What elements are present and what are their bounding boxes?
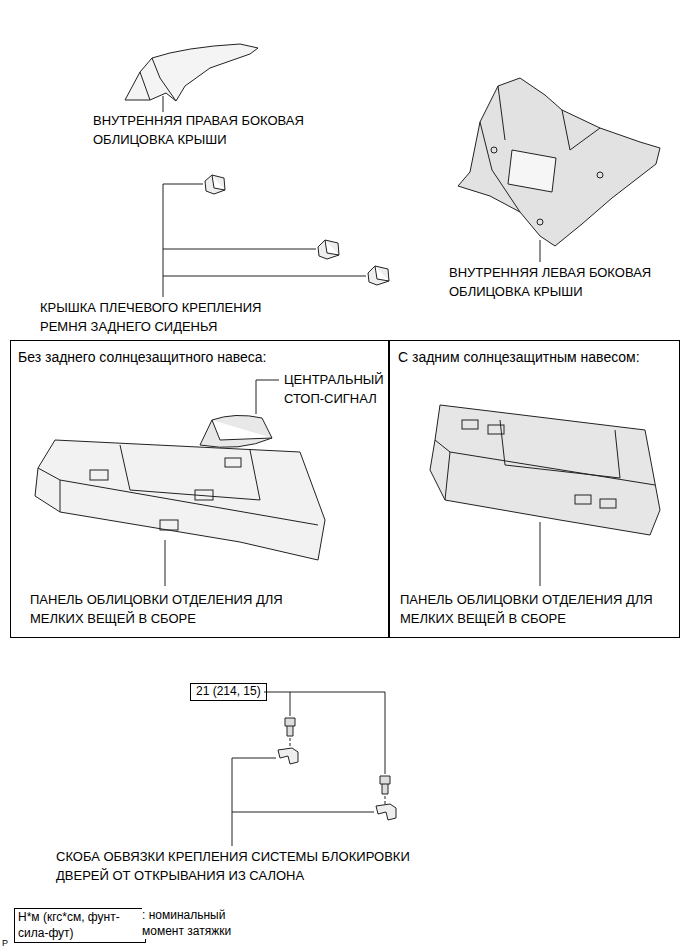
tray-opening — [462, 420, 478, 429]
trim-detail — [508, 150, 556, 192]
panel-heading: С задним солнцезащитным навесом: — [398, 347, 640, 367]
center-line — [385, 796, 386, 804]
tray-opening — [600, 499, 616, 508]
page-mark: P — [2, 938, 8, 949]
stop-lamp — [200, 415, 272, 447]
torque-unit: Н*м (кгс*см, фунт-сила-фут) — [18, 910, 142, 941]
part-name: ЦЕНТРАЛЬНЫЙ СТОП-СИГНАЛ — [284, 371, 384, 409]
bracket — [278, 748, 298, 764]
tray-detail — [38, 445, 318, 525]
tray-detail — [435, 420, 655, 500]
leader-line — [256, 380, 279, 414]
tray-opening — [575, 495, 591, 504]
belt-cover — [205, 175, 225, 194]
part-name: ВНУТРЕННЯЯ ПРАВАЯ БОКОВАЯ ОБЛИЦОВКА КРЫШ… — [93, 112, 338, 150]
legend-text: : номинальный момент затяжки — [142, 908, 231, 938]
tray-opening — [90, 470, 108, 480]
bolt — [380, 776, 390, 794]
leader-line — [540, 522, 541, 586]
right-roof-trim — [125, 44, 258, 101]
part-name: СКОБА ОБВЯЗКИ КРЕПЛЕНИЯ СИСТЕМЫ БЛОКИРОВ… — [56, 848, 451, 886]
variant-panel: С задним солнцезащитным навесом: ПАНЕЛЬ О… — [389, 340, 680, 638]
torque-box: 21 (214, 15) — [190, 683, 267, 701]
package-tray — [35, 440, 325, 560]
part-name: ПАНЕЛЬ ОБЛИЦОВКИ ОТДЕЛЕНИЯ ДЛЯ МЕЛКИХ ВЕ… — [400, 591, 655, 629]
legend-item: : номинальный момент затяжки — [142, 908, 254, 939]
leader-line — [540, 240, 541, 262]
belt-cover — [318, 240, 339, 259]
leader-line — [165, 540, 166, 586]
belt-cover — [368, 266, 389, 285]
left-roof-trim — [458, 78, 660, 246]
torque-value: 21 (214, 15) — [196, 684, 261, 700]
part-name: ПАНЕЛЬ ОБЛИЦОВКИ ОТДЕЛЕНИЯ ДЛЯ МЕЛКИХ ВЕ… — [30, 591, 285, 629]
trim-detail — [480, 86, 600, 212]
leader-line — [232, 758, 374, 846]
tray-opening — [195, 490, 213, 500]
part-name: КРЫШКА ПЛЕЧЕВОГО КРЕПЛЕНИЯ РЕМНЯ ЗАДНЕГО… — [40, 299, 290, 337]
center-line — [290, 738, 291, 748]
tray-opening — [488, 425, 504, 434]
leader-line — [163, 184, 366, 297]
clip — [537, 219, 543, 225]
part-name: ВНУТРЕННЯЯ ЛЕВАЯ БОКОВАЯ ОБЛИЦОВКА КРЫШИ — [449, 264, 679, 302]
leader-line — [163, 96, 164, 112]
leader-line — [264, 692, 385, 774]
tray-opening — [160, 520, 178, 530]
bolt — [285, 718, 295, 736]
panel-heading: Без заднего солнцезащитного навеса: — [18, 347, 266, 367]
tray-opening — [225, 458, 241, 467]
bracket — [376, 804, 396, 820]
clip — [491, 147, 497, 153]
package-tray — [430, 405, 660, 535]
clip — [597, 172, 603, 178]
variant-panel: Без заднего солнцезащитного навеса: ЦЕНТР… — [10, 340, 389, 638]
trim-detail — [140, 58, 176, 101]
legend-sample-box: Н*м (кгс*см, фунт-сила-фут) — [14, 908, 146, 943]
